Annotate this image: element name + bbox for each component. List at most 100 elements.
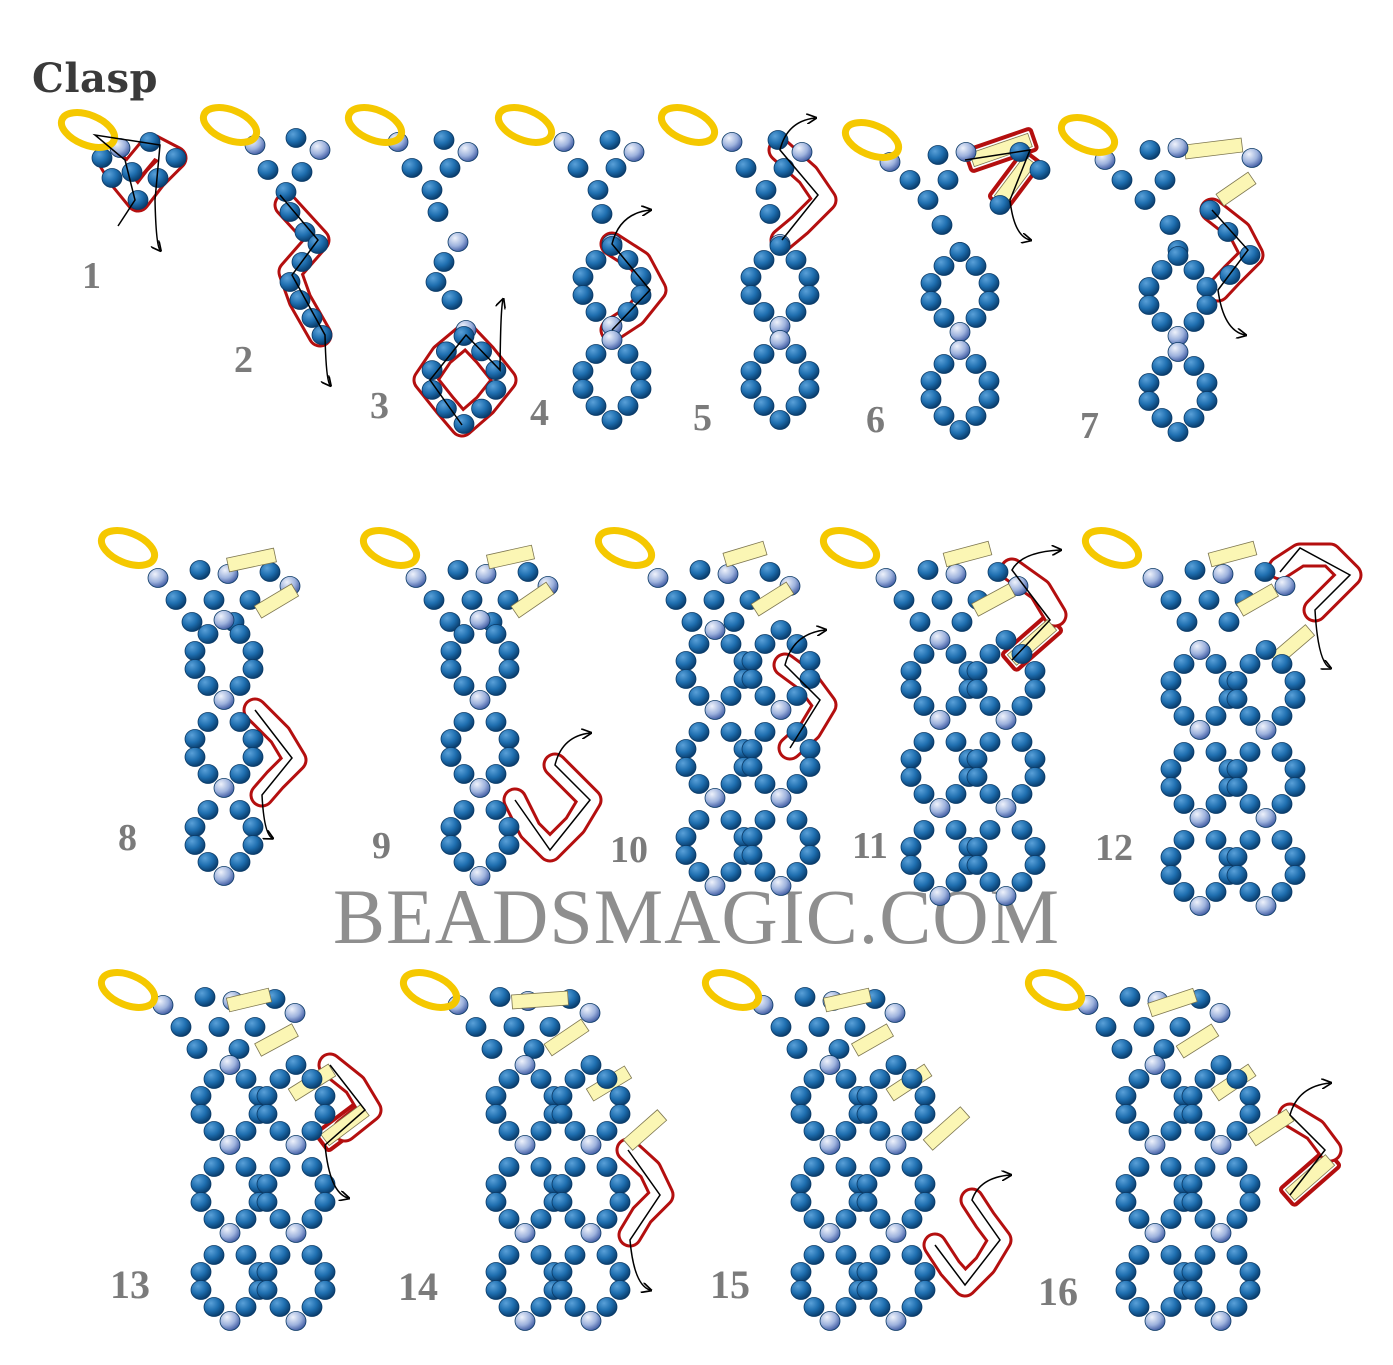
seed-bead-icon (1167, 246, 1189, 266)
clasp-ring-icon (359, 527, 421, 569)
step-number: 8 (118, 817, 137, 859)
light-seed-bead-icon (721, 132, 743, 152)
step-number: 7 (1080, 405, 1099, 447)
seed-bead-icon (1154, 170, 1176, 190)
seed-bead-icon (893, 590, 915, 610)
seed-bead-icon (440, 817, 462, 837)
seed-bead-icon (439, 612, 461, 632)
step-number: 13 (110, 1262, 150, 1307)
seed-bead-icon (235, 1069, 257, 1089)
seed-bead-icon (1176, 612, 1198, 632)
seed-bead-icon (753, 396, 775, 416)
thread-arrow-icon (627, 1149, 661, 1290)
seed-bead-icon (901, 1209, 923, 1229)
seed-bead-icon (740, 285, 762, 305)
light-seed-bead-icon (213, 778, 235, 798)
seed-bead-icon (688, 774, 710, 794)
seed-bead-icon (235, 1297, 257, 1317)
seed-bead-icon (551, 1192, 573, 1212)
light-seed-bead-icon (469, 866, 491, 886)
light-seed-bead-icon (949, 340, 971, 360)
seed-bead-icon (585, 396, 607, 416)
seed-bead-icon (242, 641, 264, 661)
seed-bead-icon (799, 757, 821, 777)
seed-bead-icon (753, 302, 775, 322)
seed-bead-icon (435, 398, 457, 419)
seed-bead-icon (1151, 312, 1173, 332)
seed-bead-icon (1115, 1104, 1137, 1124)
seed-bead-icon (675, 651, 697, 671)
seed-bead-icon (945, 696, 967, 716)
seed-bead-icon (203, 1069, 225, 1089)
seed-bead-icon (703, 590, 725, 610)
seed-bead-icon (790, 1262, 812, 1282)
step-number: 15 (710, 1262, 750, 1307)
light-seed-bead-icon (819, 1311, 841, 1331)
seed-bead-icon (798, 285, 820, 305)
seed-bead-icon (790, 1086, 812, 1106)
seed-bead-icon (1239, 742, 1261, 762)
thread-arrow-icon (1211, 209, 1249, 335)
step-number: 12 (1095, 827, 1133, 869)
clasp-ring-icon (57, 109, 119, 151)
seed-bead-icon (1115, 1262, 1137, 1282)
seed-bead-icon (596, 1157, 618, 1177)
seed-bead-icon (307, 234, 329, 254)
seed-bead-icon (1271, 830, 1293, 850)
light-seed-bead-icon (1189, 896, 1211, 916)
seed-bead-icon (754, 862, 776, 882)
light-seed-bead-icon (285, 1223, 307, 1243)
seed-bead-icon (688, 634, 710, 654)
light-seed-bead-icon (1210, 1135, 1232, 1155)
seed-bead-icon (914, 1086, 936, 1106)
seed-bead-icon (914, 1262, 936, 1282)
light-seed-bead-icon (875, 568, 897, 588)
seed-bead-icon (1196, 373, 1218, 393)
seed-bead-icon (1151, 408, 1173, 428)
seed-bead-icon (1194, 1297, 1216, 1317)
light-seed-bead-icon (1144, 1135, 1166, 1155)
seed-bead-icon (688, 810, 710, 830)
seed-bead-icon (1226, 1297, 1248, 1317)
light-seed-bead-icon (1144, 1311, 1166, 1331)
seed-bead-icon (1160, 671, 1182, 691)
seed-bead-icon (1205, 882, 1227, 902)
seed-bead-icon (551, 1280, 573, 1300)
seed-bead-icon (835, 1121, 857, 1141)
light-seed-bead-icon (945, 564, 967, 584)
seed-bead-icon (1128, 1245, 1150, 1265)
seed-bead-icon (184, 747, 206, 767)
seed-bead-icon (920, 371, 942, 391)
seed-bead-icon (203, 1245, 225, 1265)
seed-bead-icon (869, 1245, 891, 1265)
seed-bead-icon (301, 1121, 323, 1141)
seed-bead-icon (301, 1297, 323, 1317)
seed-bead-icon (229, 800, 251, 820)
light-seed-bead-icon (514, 1223, 536, 1243)
seed-bead-icon (803, 1121, 825, 1141)
bugle-bead-icon (1147, 987, 1198, 1018)
seed-bead-icon (966, 661, 988, 681)
seed-bead-icon (927, 145, 949, 165)
light-seed-bead-icon (469, 690, 491, 710)
seed-bead-icon (203, 590, 225, 610)
seed-bead-icon (453, 326, 475, 346)
seed-bead-icon (596, 1069, 618, 1089)
thread-arrow-icon (429, 300, 503, 426)
thread-arrow-icon (254, 709, 293, 838)
light-seed-bead-icon (885, 1223, 907, 1243)
seed-bead-icon (596, 1121, 618, 1141)
seed-bead-icon (798, 379, 820, 399)
seed-bead-icon (931, 590, 953, 610)
seed-bead-icon (1226, 1157, 1248, 1177)
seed-bead-icon (121, 162, 143, 182)
seed-bead-icon (920, 291, 942, 311)
seed-bead-icon (203, 1121, 225, 1141)
seed-bead-icon (256, 1174, 278, 1194)
seed-bead-icon (1199, 200, 1221, 220)
seed-bead-icon (551, 1104, 573, 1124)
light-seed-bead-icon (285, 1135, 307, 1155)
light-seed-bead-icon (885, 1311, 907, 1331)
seed-bead-icon (186, 1039, 208, 1059)
thread-arrow-icon (514, 733, 590, 852)
